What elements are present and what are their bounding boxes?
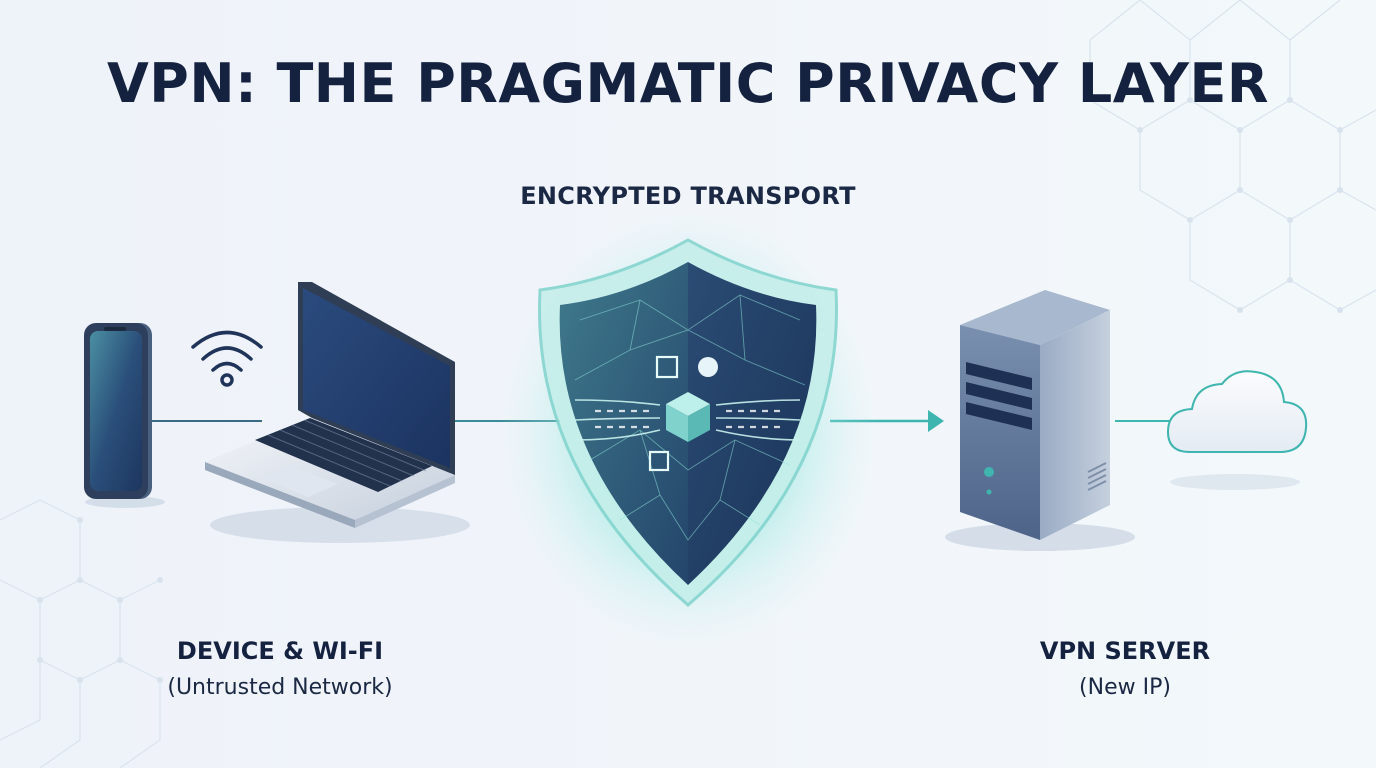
encryption-cube-icon — [666, 392, 710, 442]
laptop-icon — [205, 282, 470, 543]
transport-label: ENCRYPTED TRANSPORT — [520, 182, 856, 210]
wifi-icon — [191, 330, 263, 387]
server-sublabel: (New IP) — [1079, 675, 1171, 700]
cloud-icon — [1166, 370, 1308, 490]
arrow-icon — [928, 410, 944, 432]
smartphone-icon — [84, 323, 165, 508]
page-title: VPN: THE PRAGMATIC PRIVACY LAYER — [107, 52, 1269, 115]
device-sublabel: (Untrusted Network) — [167, 675, 393, 700]
server-label: VPN SERVER — [1039, 637, 1211, 665]
server-icon — [945, 290, 1135, 551]
device-label: DEVICE & WI-FI — [176, 637, 384, 665]
